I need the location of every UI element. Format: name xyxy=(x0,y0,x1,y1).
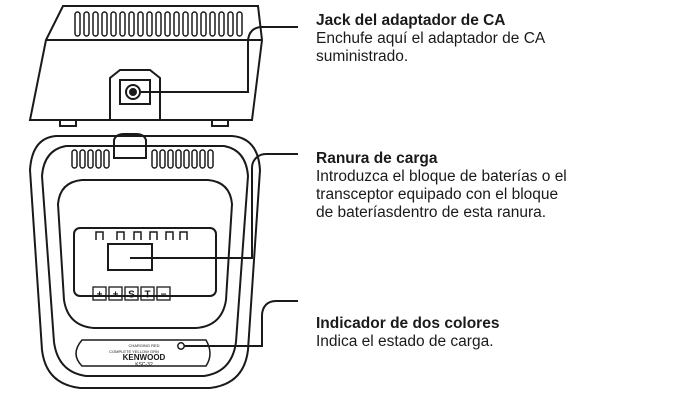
callout-charging-slot: Ranura de carga Introduzca el bloque de … xyxy=(316,150,684,222)
terminal-symbol-plus-2: + xyxy=(113,290,119,301)
led-label-top: CHARGING RED xyxy=(128,343,159,348)
callout-ac-jack: Jack del adaptador de CA Enchufe aquí el… xyxy=(316,12,684,66)
slot-pocket xyxy=(73,227,217,297)
callout-desc-line: transceptor equipado con el bloque xyxy=(316,186,559,203)
top-handle-tab xyxy=(113,133,147,159)
top-body-outline xyxy=(28,135,262,389)
callout-desc-line: Indica el estado de carga. xyxy=(316,333,494,350)
callout-desc-line: suministrado. xyxy=(316,48,409,65)
rear-feet xyxy=(59,120,229,127)
top-vent-slots xyxy=(71,149,214,169)
callout-title: Ranura de carga xyxy=(316,150,438,167)
ac-jack xyxy=(125,84,141,100)
callout-title: Indicador de dos colores xyxy=(316,315,500,332)
charger-top-view xyxy=(28,133,298,389)
top-inner-outline xyxy=(40,145,250,377)
charging-slot xyxy=(56,179,234,329)
callout-desc-line: de bateríasdentro de esta ranura. xyxy=(316,204,547,221)
callout-title: Jack del adaptador de CA xyxy=(316,12,506,29)
terminal-symbol-s: S xyxy=(128,290,135,301)
two-color-indicator xyxy=(177,342,185,350)
terminal-symbol-t: T xyxy=(144,290,150,301)
callout-two-color-indicator: Indicador de dos colores Indica el estad… xyxy=(316,315,684,351)
callout-desc-line: Introduzca el bloque de baterías o el xyxy=(316,168,567,185)
callout-desc-line: Enchufe aquí el adaptador de CA xyxy=(316,30,546,47)
brand-logo: KENWOOD xyxy=(123,353,166,362)
terminal-symbol-plus-1: + xyxy=(97,290,103,301)
jack-housing xyxy=(109,69,161,120)
charger-rear-view xyxy=(28,5,298,127)
rear-vent-slots xyxy=(74,11,243,37)
slot-contacts xyxy=(95,231,188,240)
led-label-mid: COMPLETE YELLOW GRN xyxy=(109,349,159,354)
ac-jack-leader xyxy=(141,26,298,93)
rear-body-outline xyxy=(28,5,264,121)
terminal-labels xyxy=(92,286,171,301)
model-label: KSC-32 xyxy=(135,362,153,368)
charging-slot-leader xyxy=(130,153,298,259)
indicator-leader xyxy=(184,300,298,347)
terminal-symbol-minus: − xyxy=(161,290,167,301)
